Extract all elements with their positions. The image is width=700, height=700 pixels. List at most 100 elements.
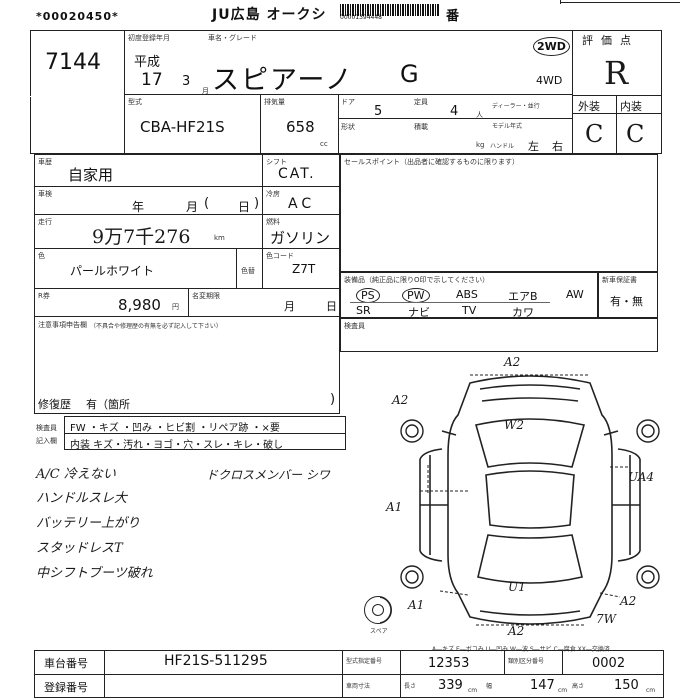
inspection-paren-open: ( — [204, 196, 210, 211]
type-approval-value: 12353 — [428, 656, 470, 671]
equip-aw: AW — [566, 288, 584, 301]
exterior-value: C — [585, 120, 604, 148]
shift-value: CAT. — [278, 166, 316, 182]
seller-notes-label: 注意事項申告欄 — [38, 321, 87, 329]
model-label: 型式 — [128, 98, 142, 106]
doors-label: ドア — [341, 98, 355, 106]
equip-navi: ナビ — [408, 306, 430, 319]
recycle-label: R券 — [38, 292, 50, 300]
color-change-label: 色替 — [241, 267, 255, 275]
defects-label-2: 記入欄 — [36, 437, 57, 445]
top-info-block — [30, 30, 662, 154]
aircon-value: AC — [288, 196, 316, 212]
mark-right-ua4: UA4 — [628, 470, 655, 484]
displacement-label: 排気量 — [264, 98, 285, 106]
barcode-text: 00001394448 — [340, 14, 382, 21]
chassis-label: 車台番号 — [44, 657, 88, 670]
equip-abs: ABS — [456, 288, 478, 301]
first-reg-year: 17 — [141, 70, 163, 90]
first-reg-label: 初度登録年月 — [128, 34, 170, 42]
exterior-label: 外装 — [578, 100, 600, 113]
fuel-label: 燃料 — [266, 218, 280, 226]
capacity-label: 定員 — [414, 98, 428, 106]
car-grade: G — [400, 60, 419, 88]
seller-notes-sub: （不具合や修理歴の有無を必ず記入して下さい） — [90, 323, 222, 330]
handnote-5: 中シフトブーツ破れ — [36, 566, 153, 581]
sales-point-label: セールスポイント（出品者に確認するものに限ります） — [344, 158, 519, 166]
load-unit: kg — [476, 141, 485, 149]
diagram-legend: A―キズ E―ボコみ U―凹み W―波 S―サビ C―腐食 XX―交換済 — [432, 646, 610, 653]
barcode — [340, 4, 440, 16]
displacement-value: 658 — [286, 118, 315, 136]
car-diagram — [380, 374, 660, 626]
mileage-value: 9万7千276 — [92, 226, 191, 248]
car-name-label: 車名・グレード — [208, 34, 257, 42]
defects-row-2: 内装 キズ・汚れ・ヨゴ・穴・スレ・キレ・破し — [70, 440, 284, 451]
spare-tire-hub-icon — [372, 604, 384, 616]
dims-label: 車両寸法 — [346, 683, 371, 690]
mark-left-rear-a1: A1 — [408, 598, 425, 612]
repair-history-value: 有（箇所 — [86, 398, 130, 411]
transfer-day: 日 — [326, 300, 337, 313]
equip-airbag: エアB — [508, 290, 538, 303]
drive-2wd: 2WD — [533, 37, 570, 56]
equipment-label: 装備品（純正品に限りO印で示してください） — [344, 276, 490, 284]
handnote-4: スタッドレスT — [36, 541, 123, 556]
first-reg-month: 3 — [182, 74, 191, 89]
interior-label: 内装 — [620, 100, 642, 113]
equip-tv: TV — [462, 304, 477, 317]
first-reg-era: 平成 — [134, 55, 161, 70]
mileage-unit: km — [214, 234, 225, 242]
dealer-label: ディーラー・並行 — [492, 103, 540, 110]
handle-label: ハンドル — [490, 143, 515, 150]
repair-history-label: 修復歴 — [38, 398, 71, 411]
type-approval-label: 型式指定番号 — [346, 658, 383, 665]
spare-tire-icon — [364, 596, 392, 624]
height-unit: cm — [646, 687, 656, 694]
category-label: 類別区分番号 — [508, 658, 545, 665]
equip-pw: PW — [402, 288, 430, 303]
category-value: 0002 — [592, 656, 626, 671]
defects-label-1: 検査員 — [36, 424, 57, 432]
color-label: 色 — [38, 252, 45, 260]
car-name: スピアーノ — [212, 65, 354, 96]
mark-right-rear-a2: A2 — [620, 594, 637, 608]
fuel-value: ガソリン — [270, 229, 331, 247]
color-code: Z7T — [292, 262, 316, 276]
inspector-box — [340, 318, 658, 352]
first-reg-month-unit: 月 — [202, 87, 209, 95]
defects-row-1: FW ・キズ ・凹み ・ヒビ割 ・リペア跡 ・×要 — [70, 423, 280, 434]
mark-roof-w2: W2 — [504, 418, 524, 432]
length-unit: cm — [468, 687, 478, 694]
transfer-label: 名変期限 — [192, 292, 220, 300]
handnote-3: バッテリー上がり — [36, 516, 141, 531]
transfer-month: 月 — [284, 300, 295, 313]
capacity-value: 4 — [450, 104, 459, 119]
color-value: パールホワイト — [70, 264, 155, 278]
length-label: 長さ — [404, 683, 417, 690]
width-value: 147 — [530, 678, 555, 693]
width-unit: cm — [558, 687, 568, 694]
inspection-paren-close: ) — [254, 196, 260, 211]
auction-name: JU広島 オークシ — [212, 7, 327, 23]
inspection-day: 日 — [238, 200, 251, 214]
mark-left-a1: A1 — [386, 500, 403, 514]
capacity-unit: 人 — [476, 111, 483, 119]
handnote-1: A/C 冷えない — [36, 467, 116, 482]
displacement-unit: cc — [320, 140, 328, 148]
equip-sr: SR — [356, 304, 371, 317]
handnote-2: ハンドルスレ大 — [36, 491, 128, 506]
handnote-right: ドクロスメンバー シワ — [206, 468, 330, 482]
shift-label: シフト — [266, 158, 287, 166]
height-label: 高さ — [572, 683, 585, 690]
mark-rear-a2: A2 — [508, 624, 525, 638]
score-value: R — [604, 54, 629, 92]
warranty-value: 有・無 — [610, 295, 643, 308]
aircon-label: 冷房 — [266, 190, 280, 198]
color-code-label: 色コード — [266, 252, 294, 260]
equip-leather: カワ — [512, 306, 534, 319]
form-label: 形状 — [341, 123, 355, 131]
lot-number: 7144 — [45, 50, 101, 75]
header-suffix: 番 — [446, 9, 460, 24]
mark-front-a2: A2 — [504, 355, 521, 369]
